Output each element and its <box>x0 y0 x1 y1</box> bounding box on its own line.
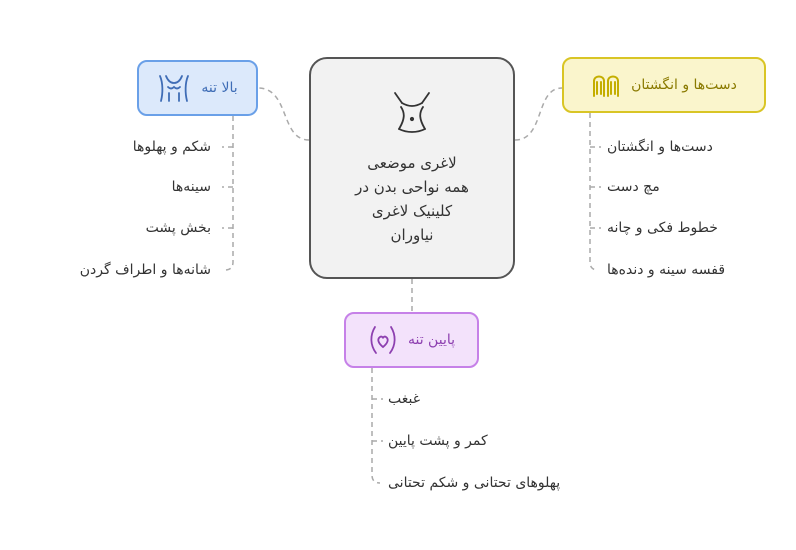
upper-item-3: بخش پشت <box>145 220 211 236</box>
connector-center-upper <box>257 87 310 141</box>
hands-item-2: مچ دست <box>607 179 660 195</box>
branch-hands: دست‌ها و انگشتان <box>562 57 766 113</box>
hands-icon <box>591 72 621 98</box>
central-title-line-3: کلینیک لاغری <box>371 202 453 220</box>
lower-item-1: غبغب <box>388 391 421 407</box>
waist-icon <box>389 89 435 137</box>
connector-hands-spine <box>589 113 599 271</box>
upper-item-2: سینه‌ها <box>171 179 211 195</box>
connector-upper-spine <box>224 116 234 271</box>
central-title-line-1: لاغری موضعی <box>367 154 457 172</box>
connector-center-hands <box>514 87 563 141</box>
branch-lower-body-label: پایین تنه <box>407 332 456 348</box>
lower-item-2: کمر و پشت پایین <box>388 433 488 449</box>
torso-icon <box>157 73 191 103</box>
branch-lower-body: پایین تنه <box>344 312 479 368</box>
lower-item-3: پهلوهای تحتانی و شکم تحتانی <box>388 475 561 491</box>
hands-item-1: دست‌ها و انگشتان <box>607 139 713 155</box>
upper-item-4: شانه‌ها و اطراف گردن <box>79 262 211 278</box>
branch-upper-body-label: بالا تنه <box>201 80 238 96</box>
hands-item-4: قفسه سینه و دنده‌ها <box>607 262 726 278</box>
branch-upper-body: بالا تنه <box>137 60 258 116</box>
upper-item-1: شکم و پهلوها <box>132 139 211 155</box>
hands-item-3: خطوط فکی و چانه <box>607 220 718 236</box>
central-title-line-2: همه نواحی بدن در <box>355 178 469 196</box>
central-topic-node: لاغری موضعی همه نواحی بدن در کلینیک لاغر… <box>309 57 515 279</box>
connector-lower-spine <box>371 368 381 484</box>
hips-heart-icon <box>368 325 398 355</box>
branch-hands-label: دست‌ها و انگشتان <box>631 77 737 93</box>
central-title-line-4: نیاوران <box>390 226 434 244</box>
